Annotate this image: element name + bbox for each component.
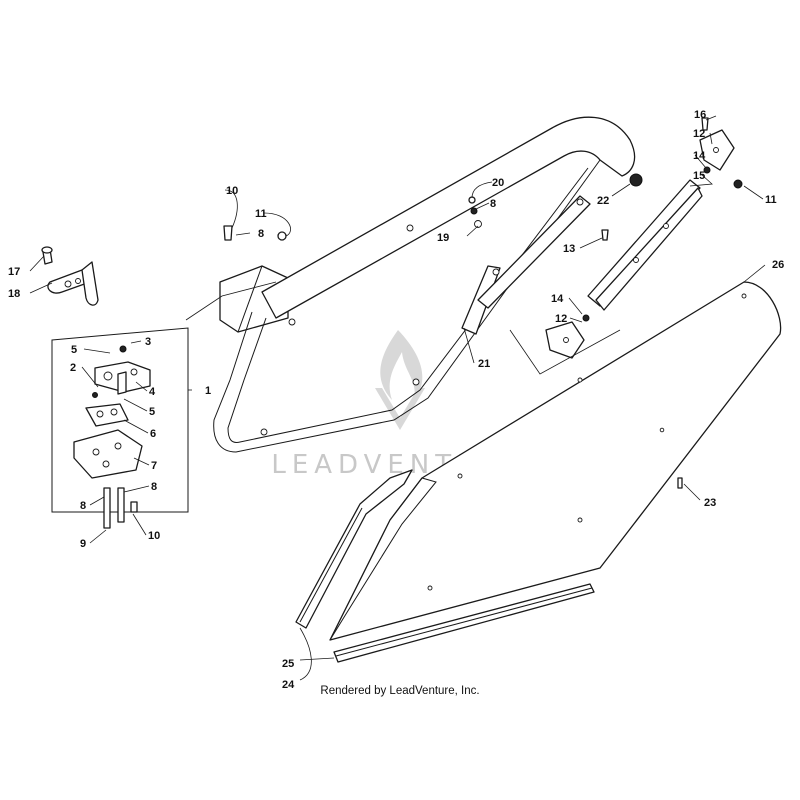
leader-lines [29, 115, 766, 681]
callout-9: 9 [80, 538, 86, 550]
callout-3: 3 [145, 336, 151, 348]
callout-14-top: 14 [693, 150, 706, 162]
hinge-assembly-12-16 [545, 117, 743, 359]
callout-14-bottom: 14 [551, 293, 564, 305]
callout-24: 24 [282, 679, 295, 691]
callout-23: 23 [704, 497, 716, 509]
callout-22: 22 [597, 195, 609, 207]
callout-8-latch: 8 [151, 481, 157, 493]
callout-21: 21 [478, 358, 490, 370]
callout-8-left: 8 [80, 500, 86, 512]
callout-12-bottom: 12 [555, 313, 567, 325]
callout-16: 16 [694, 109, 706, 121]
callout-17: 17 [8, 266, 20, 278]
callout-7: 7 [151, 460, 157, 472]
callout-20: 20 [492, 177, 504, 189]
callout-5-mid: 5 [149, 406, 155, 418]
callout-11-hinge: 11 [765, 194, 777, 206]
callout-18: 18 [8, 288, 20, 300]
callout-25: 25 [282, 658, 294, 670]
bracket-assembly-17-18 [41, 246, 99, 306]
callout-6: 6 [150, 428, 156, 440]
callout-8-frame-mid: 8 [490, 198, 496, 210]
latch-assembly-1 [51, 327, 189, 529]
callout-13: 13 [563, 243, 575, 255]
callout-12-top: 12 [693, 128, 705, 140]
callout-8-frame-left: 8 [258, 228, 264, 240]
callout-15: 15 [693, 170, 705, 182]
watermark-flame-icon [380, 330, 423, 400]
seal-strips-24-25 [295, 469, 595, 663]
watermark-chevron-icon [375, 388, 425, 430]
callout-11-frame: 11 [255, 208, 267, 220]
callout-5-top: 5 [71, 344, 77, 356]
callout-26: 26 [772, 259, 784, 271]
callout-1: 1 [205, 385, 211, 397]
callout-labels: 1 2 3 4 5 5 6 7 8 8 8 8 9 10 10 11 11 12… [8, 109, 784, 691]
callout-19: 19 [437, 232, 449, 244]
callout-2: 2 [70, 362, 76, 374]
callout-4: 4 [149, 386, 156, 398]
callout-10-frame: 10 [226, 185, 238, 197]
render-credit: Rendered by LeadVenture, Inc. [320, 685, 479, 697]
callout-10-latch: 10 [148, 530, 160, 542]
door-frame-21 [213, 116, 643, 453]
